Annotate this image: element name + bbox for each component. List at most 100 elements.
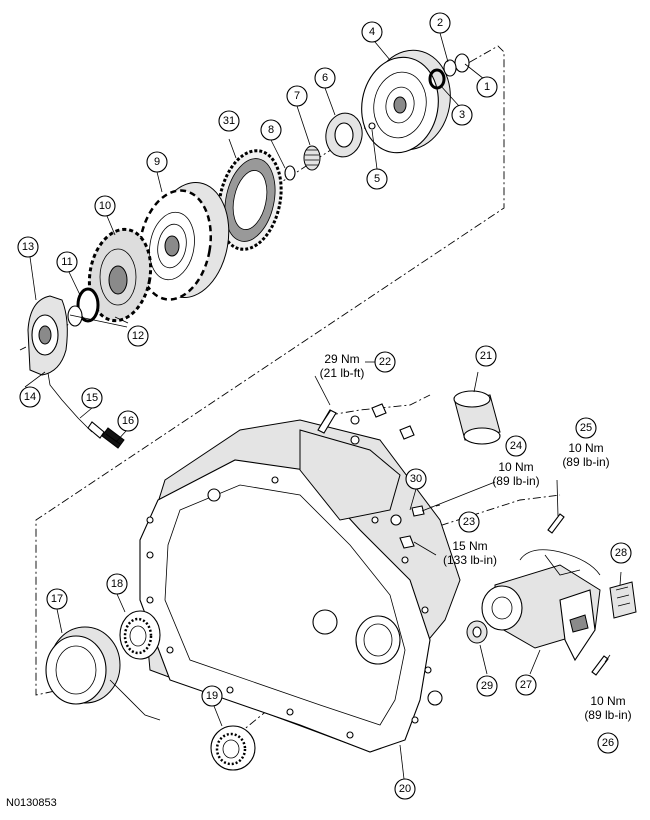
torque-25-value: 10 Nm (568, 441, 603, 455)
callout-7: 7 (286, 85, 308, 107)
callout-4-label: 4 (369, 26, 375, 38)
torque-23-imperial: (133 lb-in) (443, 553, 497, 567)
callout-16: 16 (117, 410, 139, 432)
part-21-bushing (453, 390, 501, 445)
callout-3-label: 3 (459, 109, 465, 121)
callout-28-label: 28 (615, 547, 627, 559)
callout-20: 20 (394, 778, 416, 800)
callout-6: 6 (314, 67, 336, 89)
parts-11-12-seals (67, 287, 100, 327)
callout-12: 12 (127, 325, 149, 347)
callout-24-label: 24 (510, 440, 522, 452)
callout-10-label: 10 (99, 200, 111, 212)
callout-28: 28 (610, 542, 632, 564)
callout-8: 8 (260, 119, 282, 141)
callout-24: 24 (505, 435, 527, 457)
callout-25-label: 25 (580, 422, 592, 434)
callout-14-label: 14 (24, 391, 36, 403)
callout-2: 2 (429, 12, 451, 34)
callout-9: 9 (146, 151, 168, 173)
callout-13-label: 13 (22, 241, 34, 253)
part-4-clutch-drum (361, 49, 451, 154)
callout-31-label: 31 (223, 115, 235, 127)
callout-30: 30 (405, 468, 427, 490)
torque-spec-24: 10 Nm (89 lb-in) (492, 460, 539, 488)
part-13-bracket (27, 295, 68, 376)
part-20-case-housing (139, 419, 461, 753)
callout-11: 11 (56, 251, 78, 273)
part-17-seal (45, 626, 161, 721)
torque-23-value: 15 Nm (452, 539, 487, 553)
torque-spec-26: 10 Nm (89 lb-in) (584, 694, 631, 722)
callout-16-label: 16 (122, 415, 134, 427)
callout-26-label: 26 (602, 737, 614, 749)
callout-10: 10 (94, 195, 116, 217)
parts-14-15-16-harness (47, 372, 125, 449)
callout-11-label: 11 (61, 256, 72, 268)
callout-18: 18 (106, 573, 128, 595)
callout-19: 19 (201, 685, 223, 707)
callout-22-label: 22 (379, 356, 391, 368)
parts-5-6-7-8 (284, 112, 376, 181)
callout-7-label: 7 (294, 90, 300, 102)
callout-21-label: 21 (480, 350, 492, 362)
callout-23-label: 23 (463, 516, 475, 528)
callout-22: 22 (374, 351, 396, 373)
torque-spec-25: 10 Nm (89 lb-in) (562, 441, 609, 469)
callout-15-label: 15 (86, 392, 98, 404)
callout-8-label: 8 (268, 124, 274, 136)
callout-20-label: 20 (399, 783, 411, 795)
callout-6-label: 6 (322, 72, 328, 84)
callout-26: 26 (597, 732, 619, 754)
callout-31: 31 (218, 110, 240, 132)
torque-25-imperial: (89 lb-in) (562, 455, 609, 469)
torque-26-imperial: (89 lb-in) (584, 708, 631, 722)
parts-1-2-3-rings (428, 53, 470, 90)
part-10-gear (87, 227, 153, 323)
callout-19-label: 19 (206, 690, 218, 702)
callout-4: 4 (361, 21, 383, 43)
part-29-washer (466, 620, 488, 644)
callout-5-label: 5 (374, 173, 380, 185)
part-31-clutch-plate (217, 149, 283, 251)
callout-29-label: 29 (481, 680, 493, 692)
callout-12-label: 12 (132, 330, 144, 342)
callout-1: 1 (476, 76, 498, 98)
callout-29: 29 (476, 675, 498, 697)
part-27-shift-motor (481, 549, 601, 662)
parts-23-30-fasteners (390, 505, 425, 549)
figure-id: N0130853 (6, 797, 57, 809)
callout-5: 5 (366, 168, 388, 190)
callout-25: 25 (575, 417, 597, 439)
callout-1-label: 1 (484, 81, 490, 93)
torque-26-value: 10 Nm (590, 694, 625, 708)
callout-3: 3 (451, 104, 473, 126)
parts-25-26-bolts (547, 513, 609, 676)
part-22-bolt-nuts (317, 403, 415, 445)
torque-22-value: 29 Nm (324, 352, 359, 366)
callout-17: 17 (46, 588, 68, 610)
torque-spec-23: 15 Nm (133 lb-in) (443, 539, 497, 567)
part-9-clutch-housing (137, 182, 230, 301)
callout-13: 13 (17, 236, 39, 258)
callout-27: 27 (515, 674, 537, 696)
callout-17-label: 17 (51, 593, 63, 605)
callout-15: 15 (81, 387, 103, 409)
torque-spec-22: 29 Nm (21 lb-ft) (320, 352, 365, 380)
torque-24-value: 10 Nm (498, 460, 533, 474)
callout-27-label: 27 (520, 679, 532, 691)
callout-30-label: 30 (410, 473, 422, 485)
part-18-bearing (119, 610, 161, 660)
part-19-bearing (210, 725, 256, 771)
torque-24-imperial: (89 lb-in) (492, 474, 539, 488)
callout-21: 21 (475, 345, 497, 367)
callout-18-label: 18 (111, 578, 123, 590)
leader-lines (24, 32, 622, 780)
callout-9-label: 9 (154, 156, 160, 168)
part-28-connector (609, 581, 637, 619)
callout-23: 23 (458, 511, 480, 533)
callout-14: 14 (19, 386, 41, 408)
torque-22-imperial: (21 lb-ft) (320, 366, 365, 380)
callout-2-label: 2 (437, 17, 443, 29)
